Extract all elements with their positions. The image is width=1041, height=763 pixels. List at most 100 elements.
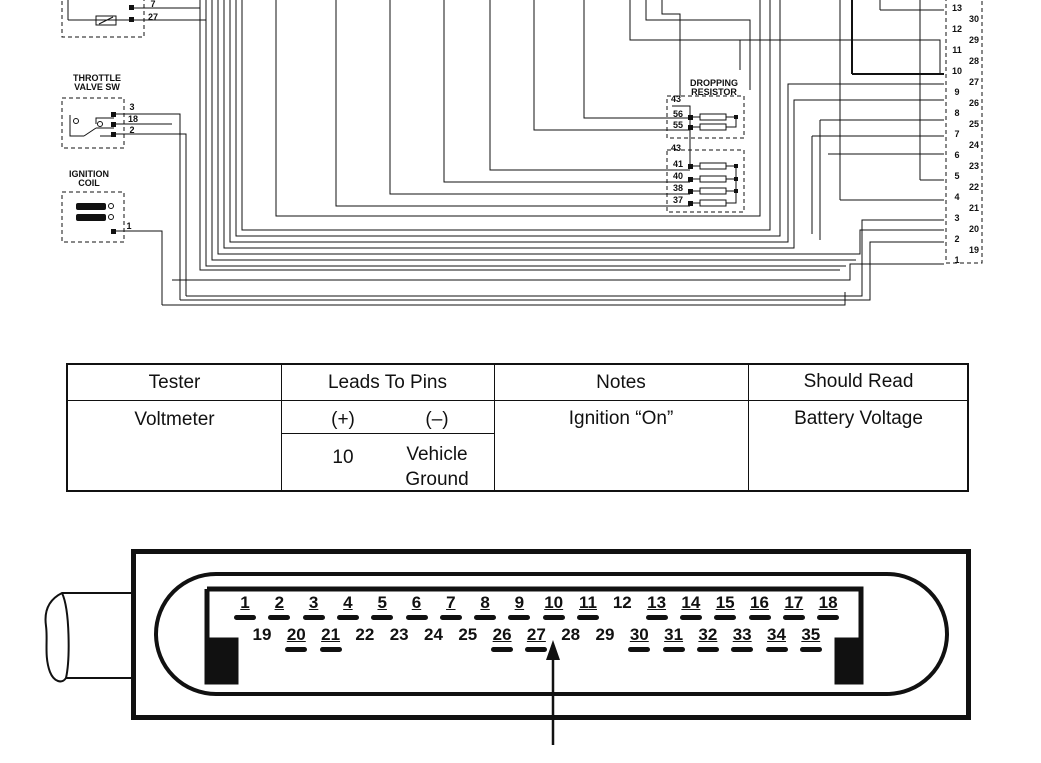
resistor-terminal-38: 38	[672, 183, 683, 193]
connector-pin-contact-32	[696, 647, 719, 652]
resistor-terminal-37: 37	[672, 195, 683, 205]
header-notes: Notes	[596, 372, 646, 393]
connector-pin-contact-14	[679, 615, 702, 620]
connector-pin-20: 20	[286, 625, 306, 644]
connector-pin-contact-2	[268, 615, 291, 620]
ecu-pin-label-25: 25	[968, 119, 979, 129]
connector-pin-contact-9	[508, 615, 531, 620]
connector-pin-31: 31	[664, 625, 684, 644]
connector-pin-34: 34	[767, 625, 786, 644]
ecu-pin-label-10: 10	[951, 66, 962, 76]
resistor-terminal-41: 41	[672, 159, 683, 169]
connector-pin-contact-1	[234, 615, 256, 620]
header-leads-to-pins: Leads To Pins	[327, 372, 447, 393]
connector-pin-contact-30	[628, 647, 651, 652]
should-read-value: Battery Voltage	[794, 408, 923, 429]
tester-value: Voltmeter	[134, 409, 215, 430]
connector-pin-21: 21	[321, 625, 341, 644]
connector-pin-8: 8	[480, 593, 490, 612]
connector-pin-26: 26	[492, 625, 512, 644]
connector-pin-contact-34	[765, 647, 788, 652]
connector-pin-contact-15	[714, 615, 737, 620]
connector-pin-contact-35	[799, 647, 822, 652]
connector-pin-29: 29	[595, 625, 615, 644]
lead-minus-pin: Vehicle Ground	[405, 444, 469, 490]
connector-pin-14: 14	[681, 593, 701, 612]
connector-pin-16: 16	[750, 593, 769, 612]
coil-terminal-1: 1	[126, 221, 132, 231]
ecu-pin-label-12: 12	[951, 24, 962, 34]
connector-pin-6: 6	[411, 593, 422, 612]
connector-pin-18: 18	[818, 593, 838, 612]
wiring-diagram	[61, 0, 983, 306]
throttle-terminal-18: 18	[127, 114, 138, 124]
lead-minus-label: (–)	[425, 409, 449, 430]
connector-pin-contact-27	[525, 647, 548, 652]
connector-pin-9: 9	[514, 593, 525, 612]
lead-plus-label: (+)	[331, 409, 355, 430]
ecu-pin-label-11: 11	[952, 45, 962, 55]
connector-pin-contact-11	[577, 615, 599, 620]
dropping-resistor-label: DROPPING RESISTOR	[689, 78, 738, 97]
connector-pin-contact-13	[645, 615, 668, 620]
ecu-connector-face	[154, 572, 949, 696]
ecu-pin-label-13: 13	[951, 3, 962, 13]
terminal-label-7: 7	[150, 0, 156, 9]
connector-pin-1: 1	[240, 593, 250, 612]
connector-pin-24: 24	[424, 625, 443, 644]
connector-pin-contact-20	[285, 647, 308, 652]
connector-pin-contact-7	[439, 615, 462, 620]
connector-pin-22: 22	[355, 625, 375, 644]
connector-pin-25: 25	[458, 625, 478, 644]
connector-pin-33: 33	[732, 625, 752, 644]
connector-pin-contact-26	[491, 647, 514, 652]
ecu-pin-label-19: 19	[968, 245, 979, 255]
connector-pin-23: 23	[389, 625, 409, 644]
connector-pin-35: 35	[801, 625, 821, 644]
ecu-pin-label-24: 24	[968, 140, 979, 150]
ecu-pin-label-28: 28	[968, 56, 979, 66]
connector-pin-27: 27	[526, 625, 546, 644]
ecu-pin-label-30: 30	[968, 14, 979, 24]
header-should-read: Should Read	[803, 371, 914, 392]
connector-pin-30: 30	[629, 625, 649, 644]
ecu-pin-label-3: 3	[954, 213, 960, 223]
connector-pin-contact-8	[474, 615, 497, 620]
connector-pin-contact-6	[405, 615, 428, 620]
ecu-pin-label-7: 7	[954, 129, 960, 139]
throttle-valve-switch-label: THROTTLE VALVE SW	[73, 73, 121, 92]
header-tester: Tester	[148, 372, 201, 393]
test-specification-table: Tester Leads To Pins Notes Should Read V…	[66, 363, 969, 492]
connector-pin-7: 7	[446, 593, 456, 612]
ecu-pin-label-9: 9	[954, 87, 960, 97]
throttle-terminal-2: 2	[129, 125, 135, 135]
resistor-terminal-43b: 43	[670, 143, 681, 153]
connector-pin-15: 15	[715, 593, 735, 612]
ignition-coil-label: IGNITION COIL	[69, 169, 109, 188]
connector-pin-13: 13	[647, 593, 667, 612]
connector-pin-contact-3	[302, 615, 325, 620]
notes-value: Ignition “On”	[568, 408, 674, 429]
connector-pin-contact-18	[817, 615, 840, 620]
ecu-pin-label-2: 2	[954, 234, 960, 244]
resistor-terminal-43a: 43	[670, 94, 681, 104]
connector-pin-5: 5	[377, 593, 387, 612]
ecu-pin-label-1: 1	[954, 255, 960, 265]
connector-pin-contact-33	[731, 647, 754, 652]
connector-pin-contact-17	[782, 615, 805, 620]
ecu-pin-label-20: 20	[968, 224, 979, 234]
connector-pin-contact-5	[371, 615, 394, 620]
ecu-pin-label-4: 4	[954, 192, 960, 202]
ecu-pin-label-8: 8	[954, 108, 960, 118]
connector-pin-19: 19	[252, 625, 272, 644]
resistor-terminal-56: 56	[672, 109, 683, 119]
connector-pin-3: 3	[308, 593, 319, 612]
terminal-label-27: 27	[147, 12, 158, 22]
connector-pin-32: 32	[698, 625, 718, 644]
connector-pin-contact-31	[662, 647, 685, 652]
lead-plus-pin: 10	[332, 447, 354, 468]
connector-pin-12: 12	[612, 593, 632, 612]
connector-pin-2: 2	[274, 593, 285, 612]
ecu-pin-label-21: 21	[968, 203, 979, 213]
ecu-pin-label-22: 22	[968, 182, 979, 192]
